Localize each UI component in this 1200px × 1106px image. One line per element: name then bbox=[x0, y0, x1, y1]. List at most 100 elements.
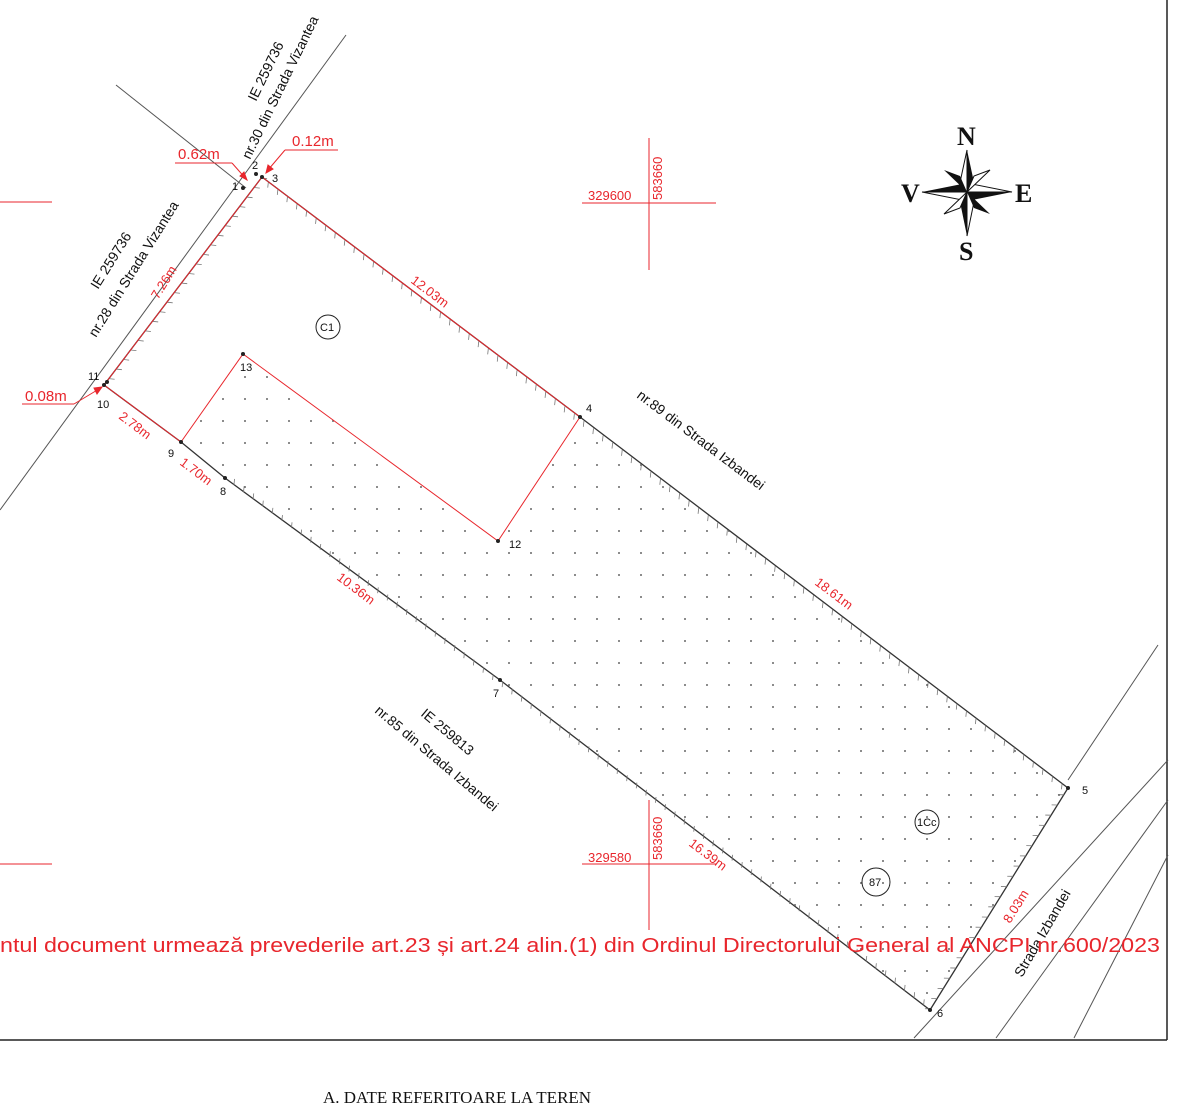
edge-tick bbox=[210, 244, 217, 246]
edge-tick bbox=[181, 282, 188, 285]
lot-edge-10-9 bbox=[103, 384, 182, 443]
edge-tick bbox=[203, 254, 210, 256]
point-label-9: 9 bbox=[168, 448, 174, 460]
dimension-9-10: 2.78m bbox=[116, 408, 154, 442]
edge-tick bbox=[224, 225, 231, 227]
edge-tick bbox=[563, 406, 566, 413]
legal-notice: ntul document urmează prevederile art.23… bbox=[0, 935, 1160, 957]
offset-label-008: 0.08m bbox=[25, 388, 67, 405]
edge-tick bbox=[449, 319, 451, 326]
dimension-5-6: 8.03m bbox=[1000, 887, 1032, 926]
point-label-1: 1 bbox=[232, 181, 238, 193]
parcel-number-circle bbox=[861, 867, 891, 897]
edge-tick bbox=[232, 215, 239, 218]
edge-tick bbox=[305, 210, 308, 217]
edge-tick bbox=[511, 688, 513, 695]
point-label-5: 5 bbox=[1082, 785, 1088, 797]
edge-tick bbox=[501, 681, 504, 688]
edge-tick bbox=[420, 297, 422, 304]
grid-x-label-top: 329600 bbox=[588, 188, 631, 203]
grid-y-label-bottom: 583660 bbox=[650, 817, 665, 860]
point-label-6: 6 bbox=[937, 1008, 943, 1020]
vertex-dots bbox=[102, 172, 1070, 1012]
edge-tick bbox=[276, 189, 279, 195]
edge-tick bbox=[130, 349, 137, 351]
edge-tick bbox=[554, 399, 556, 406]
edge-tick bbox=[188, 273, 195, 275]
edge-tick bbox=[246, 196, 253, 199]
point-label-8: 8 bbox=[220, 486, 226, 498]
edge-tick bbox=[535, 384, 537, 391]
edge-tick bbox=[137, 340, 144, 342]
edge-tick bbox=[315, 218, 317, 224]
edge-tick bbox=[362, 254, 365, 261]
edge-tick bbox=[520, 695, 523, 702]
offset-callout-008 bbox=[22, 386, 104, 405]
edge-tick bbox=[525, 377, 527, 384]
edge-tick bbox=[458, 326, 461, 333]
section-title: A. DATE REFERITOARE LA TEREN bbox=[323, 1088, 591, 1106]
point-label-3: 3 bbox=[272, 173, 278, 185]
edge-tick bbox=[123, 359, 130, 361]
point-label-10: 10 bbox=[97, 399, 109, 411]
edge-tick bbox=[477, 341, 480, 348]
edge-tick bbox=[506, 363, 508, 369]
edge-tick bbox=[492, 674, 494, 680]
edge-tick bbox=[286, 196, 288, 203]
grid-cross-bottom bbox=[582, 800, 716, 930]
edge-tick bbox=[334, 232, 336, 239]
edge-tick bbox=[159, 311, 166, 313]
grid-cross-top bbox=[582, 138, 716, 270]
edge-tick bbox=[152, 320, 159, 323]
edge-tick bbox=[382, 268, 384, 275]
edge-tick bbox=[496, 355, 499, 362]
grid-x-label-bottom: 329580 bbox=[588, 850, 631, 865]
edge-tick bbox=[544, 392, 547, 398]
offset-label-062: 0.62m bbox=[178, 146, 220, 163]
edge-tick bbox=[515, 370, 518, 377]
edge-tick bbox=[296, 203, 298, 210]
edge-tick bbox=[145, 330, 151, 332]
edge-tick bbox=[108, 378, 115, 380]
edge-tick bbox=[174, 292, 181, 294]
edge-tick bbox=[239, 206, 246, 208]
edge-tick bbox=[166, 301, 173, 304]
neighbor-lines bbox=[0, 34, 1169, 1039]
edge-tick bbox=[439, 312, 441, 319]
yard-code-circle bbox=[914, 809, 940, 835]
edge-tick bbox=[195, 263, 202, 265]
edge-tick bbox=[401, 283, 403, 290]
grid-y-label-top: 583660 bbox=[650, 157, 665, 200]
edge-tick bbox=[468, 334, 470, 340]
point-label-7: 7 bbox=[493, 688, 499, 700]
building-front-line bbox=[103, 176, 263, 386]
point-label-2: 2 bbox=[252, 160, 258, 172]
parcel-number-label: 87 bbox=[869, 877, 881, 889]
dimension-10-3: 7.26m bbox=[148, 263, 180, 302]
edge-tick bbox=[267, 181, 269, 188]
edge-tick bbox=[372, 261, 374, 268]
edge-tick bbox=[324, 225, 327, 232]
edge-tick bbox=[410, 290, 413, 297]
edge-tick bbox=[429, 305, 432, 311]
yard-code-label: 1Cc bbox=[917, 817, 937, 829]
dimension-3-4: 12.03m bbox=[408, 272, 452, 310]
edge-tick bbox=[487, 348, 489, 355]
compass-east: E bbox=[1015, 179, 1032, 208]
edge-tick bbox=[217, 234, 224, 237]
edge-tick bbox=[116, 368, 122, 371]
edge-tick bbox=[253, 187, 260, 189]
lot-edge-3-4 bbox=[261, 176, 581, 418]
compass-north: N bbox=[957, 122, 976, 151]
point-label-13: 13 bbox=[240, 362, 252, 374]
edge-tick bbox=[391, 276, 394, 282]
compass-rose bbox=[921, 149, 1013, 237]
building-outline bbox=[180, 353, 581, 542]
edge-tick bbox=[353, 247, 355, 253]
point-label-11: 11 bbox=[88, 371, 99, 383]
compass-west: V bbox=[901, 179, 920, 208]
building-code-label: C1 bbox=[320, 322, 334, 334]
building-code-circle bbox=[315, 314, 341, 340]
compass-south: S bbox=[959, 237, 973, 266]
offset-callout-012 bbox=[265, 149, 338, 175]
